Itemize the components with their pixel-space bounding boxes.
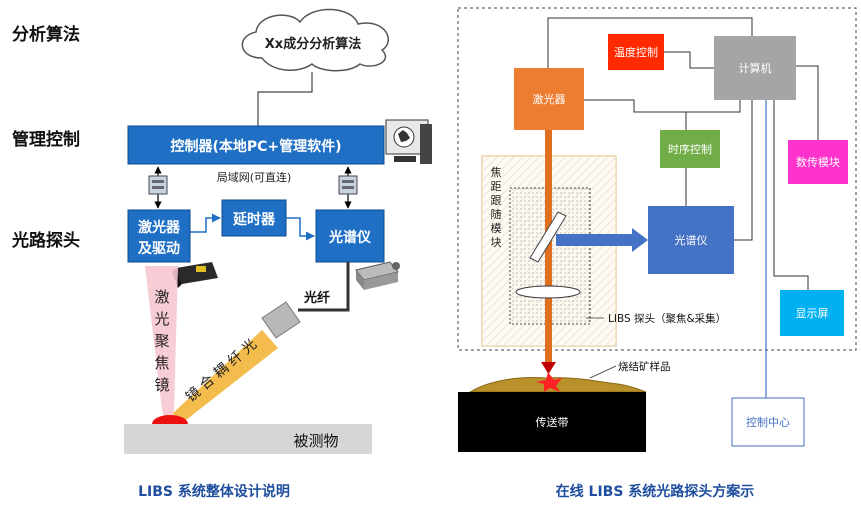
delay-to-spectrometer-arrow <box>286 217 315 241</box>
timing-control-label: 时序控制 <box>668 142 712 156</box>
label-char: 焦 <box>491 166 502 179</box>
cloud-label: Xx成分分析算法 <box>265 36 361 52</box>
spectrometer-box <box>315 209 385 263</box>
control-center-label: 控制中心 <box>746 415 790 429</box>
spectrometer-label: 光谱仪 <box>675 233 708 247</box>
display-label: 显示屏 <box>796 307 829 320</box>
temp-control-label: 温度控制 <box>614 45 658 59</box>
cloud-shape <box>241 8 389 72</box>
conveyor-belt <box>458 392 646 452</box>
laser-driver-box <box>127 209 191 263</box>
laser-label-line2: 及驱动 <box>138 240 180 257</box>
cloud-link <box>257 72 313 126</box>
computer-icon <box>385 119 432 164</box>
data-module-box <box>788 140 848 184</box>
row-label-algorithm: 分析算法 <box>12 24 80 45</box>
display-box <box>780 290 844 336</box>
network-device-icon <box>338 175 358 195</box>
right-caption: 在线 LIBS 系统光路探头方案示 <box>556 483 755 500</box>
fiber-label: 光纤 <box>303 290 330 306</box>
laser-to-delay-arrow <box>190 213 221 233</box>
network-device-icon <box>148 175 168 195</box>
control-center-box <box>731 397 805 447</box>
row-label-optical: 光路探头 <box>11 230 80 251</box>
delay-label: 延时器 <box>232 211 276 228</box>
laser-label-line1: 激光器 <box>138 219 181 236</box>
left-diagram: 分析算法 管理控制 光路探头 Xx成分分析算法 控制器(本地PC+管理软件) 局… <box>11 8 432 500</box>
label-char: 块 <box>491 236 502 249</box>
laser-device-icon <box>172 262 218 288</box>
system-boundary <box>457 7 857 351</box>
focus-beam <box>145 266 178 422</box>
label-char: 跟 <box>491 194 502 207</box>
laser-box <box>514 68 584 130</box>
spectrometer-box <box>648 206 734 274</box>
spectrometer-device-icon <box>355 261 400 290</box>
label-char: 模 <box>491 222 502 235</box>
label-char: 激 <box>154 288 169 306</box>
left-caption: LIBS 系统整体设计说明 <box>138 483 290 500</box>
probe-label: LIBS 探头（聚焦&采集） <box>608 312 726 325</box>
ore-sample <box>468 377 647 393</box>
data-module-label: 数传模块 <box>796 156 840 169</box>
lan-label: 局域网(可直连) <box>217 170 292 184</box>
controller-box <box>127 125 385 165</box>
temp-control-box <box>608 34 664 70</box>
fiber-line <box>298 262 350 312</box>
label-char: 聚 <box>154 332 169 350</box>
label-char: 镜 <box>154 376 169 394</box>
focus-lens <box>515 285 581 299</box>
label-char: 距 <box>491 180 502 193</box>
row-label-management: 管理控制 <box>12 129 80 150</box>
fiber-coupler <box>261 301 301 339</box>
label-char: 光 <box>154 310 169 328</box>
sample-label: 烧结矿样品 <box>618 360 671 373</box>
spectrometer-label: 光谱仪 <box>328 229 372 246</box>
coupling-beam <box>172 330 278 420</box>
computer-label: 计算机 <box>739 61 772 75</box>
timing-control-box <box>660 130 720 168</box>
plasma-spark <box>536 372 562 392</box>
laser-beam-tip <box>541 362 556 374</box>
label-char: 随 <box>491 207 502 221</box>
delay-box <box>221 199 287 237</box>
target-bar <box>124 424 372 454</box>
controller-label: 控制器(本地PC+管理软件) <box>170 138 341 155</box>
laser-beam <box>545 130 552 366</box>
target-label: 被测物 <box>293 432 338 450</box>
conveyor-label: 传送带 <box>536 415 569 429</box>
laser-label: 激光器 <box>533 92 566 106</box>
computer-box <box>714 36 796 100</box>
dichroic-mirror <box>529 211 567 263</box>
connector-lines <box>547 17 819 290</box>
label-char: 焦 <box>154 354 169 372</box>
collection-arrow <box>556 228 648 252</box>
